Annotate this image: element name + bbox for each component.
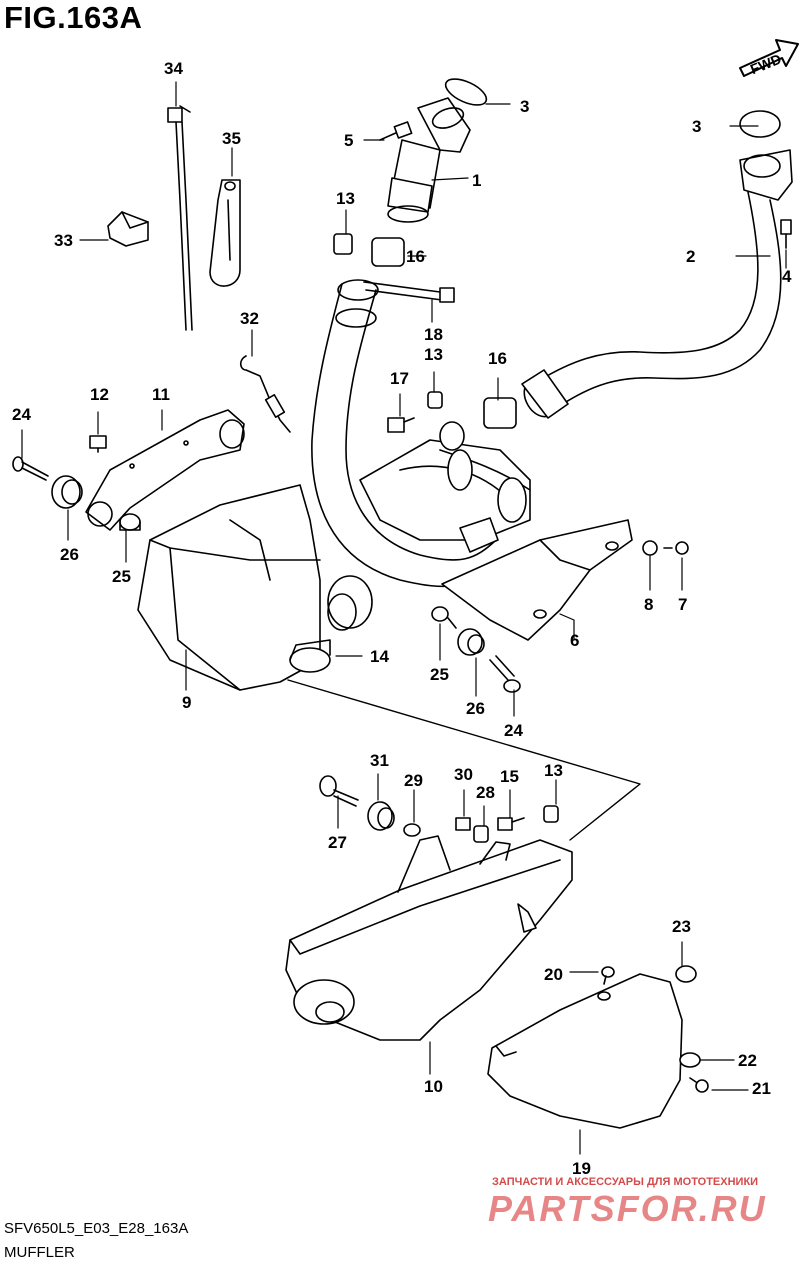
part-number-label: 12: [90, 385, 109, 404]
part-number-label: 18: [424, 325, 443, 344]
part-number-label: 24: [504, 721, 523, 740]
part-number-label: 35: [222, 129, 241, 148]
part-number-label: 13: [336, 189, 355, 208]
part-number-label: 26: [466, 699, 485, 718]
oxygen-sensor-icon: [239, 355, 291, 433]
heat-guard-part: [441, 517, 633, 641]
part-number-label: 10: [424, 1077, 443, 1096]
grommet-icon: [675, 965, 697, 983]
bolt-icon: [363, 281, 455, 303]
part-number-label: 13: [544, 761, 563, 780]
part-number-label: 34: [164, 59, 183, 78]
part-number-label: 1: [472, 171, 481, 190]
muffler-part: [285, 835, 573, 1041]
figure-title: FIG.163A: [4, 0, 143, 35]
part-number-label: 2: [686, 247, 695, 266]
rear-exhaust-pipe-part: [521, 149, 793, 419]
watermark-logo: PARTSFOR.RU: [488, 1188, 767, 1229]
part-number-label: 3: [520, 97, 529, 116]
washer-icon: [642, 540, 658, 556]
part-number-label: 33: [54, 231, 73, 250]
bolt-icon: [319, 775, 359, 807]
part-number-label: 32: [240, 309, 259, 328]
screw-icon: [601, 966, 615, 985]
bolt-icon: [489, 655, 521, 693]
part-number-label: 9: [182, 693, 191, 712]
grommet-icon: [51, 475, 83, 509]
part-number-label: 11: [152, 385, 170, 404]
part-number-label: 20: [544, 965, 563, 984]
muffler-chamber-body-part: [137, 484, 373, 691]
screw-icon: [663, 541, 689, 555]
part-number-labels: 1233456789101112131313141516161718192021…: [12, 59, 792, 1178]
part-number-label: 16: [406, 247, 425, 266]
collar-icon: [119, 513, 141, 531]
part-number-label: 23: [672, 917, 691, 936]
cable-tie-icon: [167, 105, 193, 331]
part-number-label: 22: [738, 1051, 757, 1070]
part-number-label: 26: [60, 545, 79, 564]
muffler-cover-part: [487, 973, 683, 1129]
diagram-name: MUFFLER: [4, 1244, 75, 1261]
bolt-icon: [89, 435, 107, 453]
grommet-icon: [679, 1052, 701, 1068]
part-number-label: 15: [500, 767, 519, 786]
leader-bracket: [287, 679, 641, 841]
gasket-icon: [444, 78, 488, 106]
sleeve-icon: [483, 397, 517, 429]
part-number-label: 27: [328, 833, 347, 852]
gasket-icon: [739, 110, 781, 138]
nut-icon: [333, 233, 353, 255]
bolt-icon: [387, 417, 415, 433]
part-number-label: 6: [570, 631, 579, 650]
part-number-label: 29: [404, 771, 423, 790]
part-number-label: 4: [782, 267, 792, 286]
collector-chamber-part: [359, 421, 531, 541]
washer-icon: [403, 823, 421, 837]
grommet-icon: [367, 801, 395, 831]
grommet-icon: [457, 628, 485, 656]
part-number-label: 7: [678, 595, 687, 614]
nut-icon: [427, 391, 443, 409]
washer-icon: [455, 817, 471, 831]
bolt-icon: [12, 456, 49, 481]
bolt-icon: [497, 817, 525, 831]
part-number-label: 31: [370, 751, 389, 770]
bolt-icon: [780, 219, 792, 249]
part-number-label: 5: [344, 131, 353, 150]
fwd-arrow-icon: FWD: [739, 39, 799, 78]
part-number-label: 25: [430, 665, 449, 684]
clip-icon: [107, 211, 149, 247]
part-number-label: 8: [644, 595, 653, 614]
sleeve-icon: [289, 639, 331, 673]
collar-icon: [473, 825, 489, 843]
sleeve-icon: [371, 237, 405, 267]
fwd-label: FWD: [748, 51, 784, 78]
front-exhaust-pipe-part: [387, 97, 471, 223]
clamp-strap-icon: [209, 179, 241, 287]
part-number-label: 19: [572, 1159, 591, 1178]
diagram-code: SFV650L5_E03_E28_163A: [4, 1220, 189, 1237]
part-number-label: 16: [488, 349, 507, 368]
part-number-label: 17: [390, 369, 409, 388]
nut-icon: [543, 805, 559, 823]
part-number-label: 25: [112, 567, 131, 586]
screw-icon: [689, 1077, 709, 1093]
leader-lines: [21, 81, 787, 1155]
part-number-label: 3: [692, 117, 701, 136]
part-number-label: 24: [12, 405, 31, 424]
part-number-label: 21: [752, 1079, 771, 1098]
watermark-tagline: ЗАПЧАСТИ И АКСЕССУАРЫ ДЛЯ МОТОТЕХНИКИ: [492, 1176, 759, 1188]
part-number-label: 30: [454, 765, 473, 784]
bolt-icon: [379, 121, 413, 141]
part-number-label: 14: [370, 647, 389, 666]
part-number-label: 13: [424, 345, 443, 364]
part-number-label: 28: [476, 783, 495, 802]
collar-icon: [431, 606, 457, 629]
